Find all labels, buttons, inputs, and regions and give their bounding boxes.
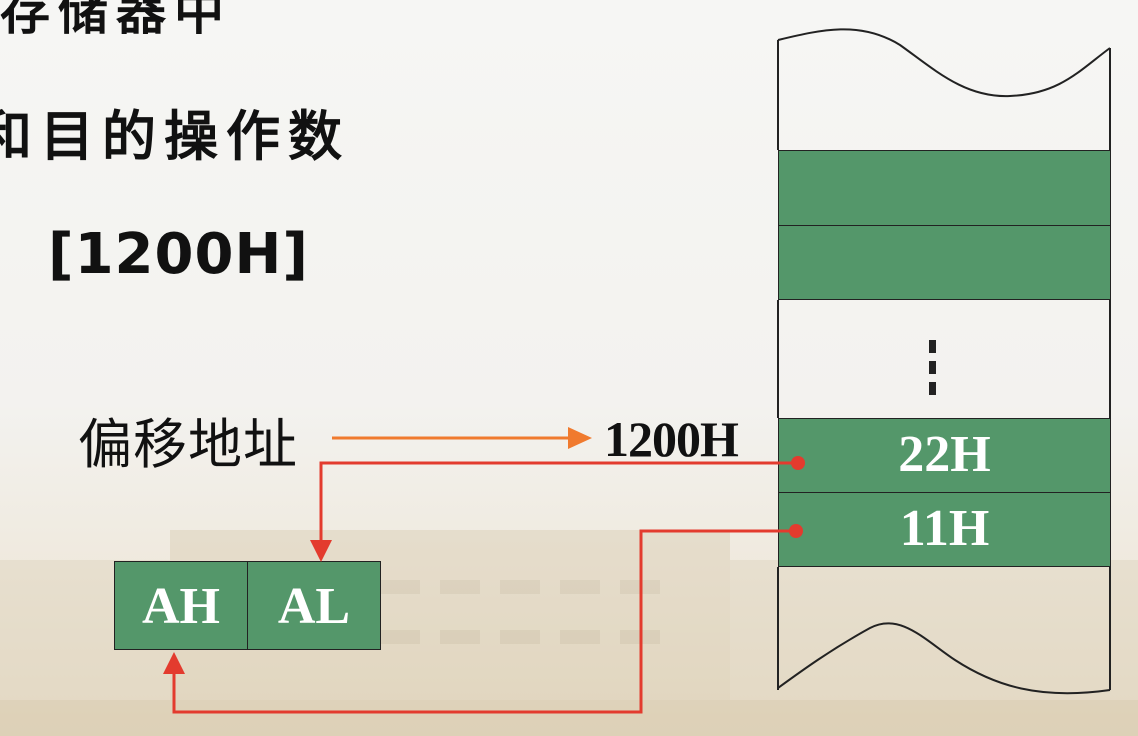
ellipsis-icon	[929, 340, 936, 395]
heading-line-1: 存储器中	[0, 0, 232, 41]
address-label: 1200H	[604, 411, 739, 467]
memory-cell-2	[778, 225, 1111, 300]
arrow-head-al	[310, 540, 332, 562]
register-al: AL	[247, 561, 381, 650]
memory-cell-11h: 11H	[778, 492, 1111, 567]
memory-cell-1	[778, 150, 1111, 226]
memory-cell-22h: 22H	[778, 418, 1111, 493]
register-ah: AH	[114, 561, 248, 650]
memory-column-outline	[777, 28, 1111, 695]
arrow-11h-to-ah	[172, 529, 796, 714]
arrow-22h-to-al	[319, 461, 798, 542]
offset-address-label: 偏移地址	[78, 413, 298, 476]
memory-operand-expression: [1200H]	[48, 222, 309, 287]
heading-line-2: 和目的操作数	[0, 105, 350, 168]
offset-arrow	[332, 427, 592, 449]
arrow-head-ah	[163, 652, 185, 674]
